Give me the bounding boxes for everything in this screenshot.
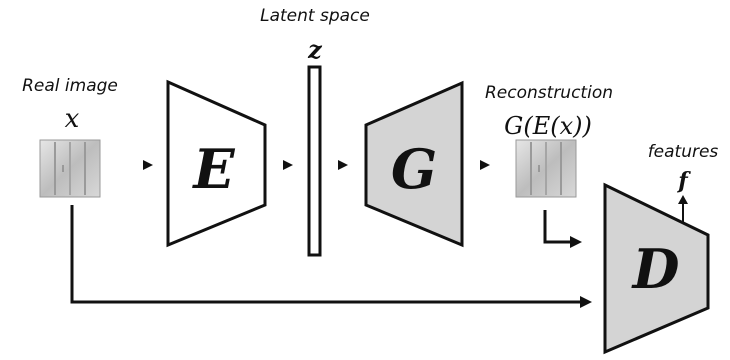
arrow-reconstruction-to-discriminator: [543, 210, 582, 248]
x-symbol: x: [65, 104, 80, 134]
discriminator-letter: D: [631, 237, 680, 301]
latent-space-label: Latent space: [260, 6, 370, 26]
discriminator-block: D: [603, 182, 710, 355]
arrow-latent-to-generator: [338, 160, 348, 170]
f-symbol: f: [676, 168, 691, 194]
arrow-discriminator-to-features: [678, 195, 688, 222]
arrow-generator-to-reconstruction: [480, 160, 490, 170]
encoder-letter: E: [191, 137, 235, 201]
reconstruction-thumbnail: [515, 139, 577, 198]
arrow-image-to-encoder: [143, 160, 153, 170]
g-of-e-of-x-label: G(E(x)): [504, 112, 592, 140]
generator-block: G: [364, 80, 464, 248]
latent-z-label: z: [307, 35, 323, 64]
real-image-label: Real image: [22, 76, 118, 96]
features-label: features: [648, 142, 719, 162]
arrow-encoder-to-latent: [283, 160, 293, 170]
reconstruction-label: Reconstruction: [485, 83, 613, 103]
latent-vector-bar: [307, 65, 322, 257]
real-image-thumbnail: [39, 139, 101, 198]
encoder-block: E: [166, 79, 267, 248]
generator-letter: G: [391, 137, 437, 201]
arrow-image-to-discriminator: [70, 205, 592, 308]
